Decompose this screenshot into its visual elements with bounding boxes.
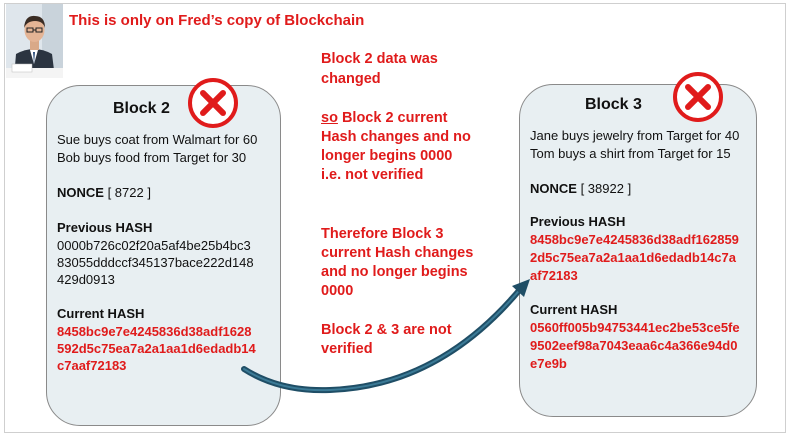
block-2-data-line: Bob buys food from Target for 30 xyxy=(57,150,247,165)
explanation-line: verified xyxy=(321,341,373,357)
explanation-line: Therefore Block 3 xyxy=(321,226,444,242)
explanation-line: 0000 xyxy=(321,283,354,299)
explanation-line: Hash changes and no xyxy=(321,129,471,145)
explanation-line: changed xyxy=(321,71,381,87)
block-3-current-hash-line: 0560ff005b94753441ec2be53ce5fe xyxy=(530,320,740,335)
so-emphasis: so xyxy=(321,110,338,126)
block-2-nonce: NONCE [ 8722 ] xyxy=(57,184,151,201)
explanation-line: so Block 2 current xyxy=(321,108,448,128)
nonce-label: NONCE xyxy=(530,181,577,196)
block-3-previous-hash-line: af72183 xyxy=(530,268,578,283)
block-3-current-hash-line: e7e9b xyxy=(530,356,567,371)
explanation-line: current Hash changes xyxy=(321,245,474,261)
block-3-title: Block 3 xyxy=(585,96,642,113)
block-2-current-hash-line: c7aaf72183 xyxy=(57,358,127,373)
explanation-line: i.e. not verified xyxy=(321,167,424,183)
page-title: This is only on Fred’s copy of Blockchai… xyxy=(69,12,365,29)
x-circle-icon xyxy=(188,78,238,128)
block-2-previous-hash-line: 429d0913 xyxy=(57,272,115,287)
block-2-current-hash-line: 592d5c75ea7a2a1aa1d6edadb14 xyxy=(57,341,256,356)
explanation-line: Block 2 data was xyxy=(321,51,438,67)
explanation-line: Block 2 & 3 are not xyxy=(321,322,452,338)
block-2-previous-hash-label: Previous HASH xyxy=(57,220,153,235)
block-3-previous-hash-label: Previous HASH xyxy=(530,214,626,229)
block-3-previous-hash-line: 8458bc9e7e4245836d38adf162859 xyxy=(530,232,739,247)
explanation-line: longer begins 0000 xyxy=(321,148,453,164)
nonce-value: [ 8722 ] xyxy=(107,185,151,200)
block-2-title: Block 2 xyxy=(113,100,170,117)
block-2-previous-hash-line: 83055dddccf345137bace222d148 xyxy=(57,255,254,270)
block-3-nonce: NONCE [ 38922 ] xyxy=(530,180,631,197)
x-circle-icon xyxy=(673,72,723,122)
block-3-current-hash-label: Current HASH xyxy=(530,302,618,317)
block-2-current-hash-line: 8458bc9e7e4245836d38adf1628 xyxy=(57,324,252,339)
block-3-card xyxy=(519,84,757,417)
explanation-text: Block 2 current xyxy=(337,110,448,126)
block-3-current-hash-line: 9502eef98a7043eaa6c4a366e94d0 xyxy=(530,338,738,353)
block-3-previous-hash-line: 2d5c75ea7a2a1aa1d6edadb14c7a xyxy=(530,250,736,265)
block-2-previous-hash-line: 0000b726c02f20a5af4be25b4bc3 xyxy=(57,238,251,253)
nonce-label: NONCE xyxy=(57,185,104,200)
avatar xyxy=(6,4,63,78)
explanation-line: and no longer begins xyxy=(321,264,468,280)
block-3-data-line: Tom buys a shirt from Target for 15 xyxy=(530,146,731,161)
block-3-data-line: Jane buys jewelry from Target for 40 xyxy=(530,128,740,143)
block-2-data-line: Sue buys coat from Walmart for 60 xyxy=(57,132,258,147)
block-2-current-hash-label: Current HASH xyxy=(57,306,145,321)
nonce-value: [ 38922 ] xyxy=(580,181,632,196)
